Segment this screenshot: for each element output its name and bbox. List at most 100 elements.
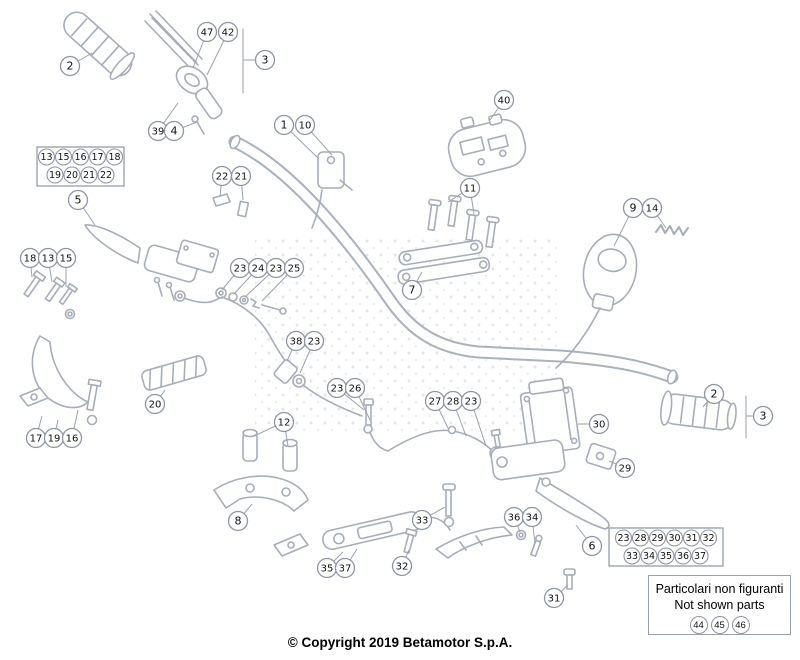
callout-17: 17 — [25, 415, 47, 449]
svg-text:1: 1 — [281, 119, 288, 132]
callout-23: 23 — [326, 377, 365, 411]
callout-21: 21 — [230, 165, 252, 201]
svg-text:37: 37 — [694, 551, 706, 562]
not-shown-line-it: Particolari non figuranti — [655, 582, 784, 596]
svg-text:11: 11 — [464, 184, 477, 195]
bar-pad — [141, 355, 207, 391]
svg-text:28: 28 — [447, 397, 460, 408]
svg-text:6: 6 — [589, 540, 596, 553]
svg-text:19: 19 — [48, 434, 61, 445]
callout-23: 23 — [460, 390, 487, 447]
svg-text:25: 25 — [288, 264, 301, 275]
computer-unit — [447, 113, 527, 178]
svg-text:18: 18 — [108, 152, 120, 163]
svg-text:20: 20 — [66, 170, 78, 181]
svg-text:7: 7 — [409, 284, 416, 297]
right-switch — [555, 233, 638, 369]
lever-screws — [23, 270, 79, 320]
callout-1: 1 — [273, 114, 319, 159]
svg-text:30: 30 — [668, 533, 680, 544]
callout-8: 8 — [227, 503, 253, 532]
svg-text:21: 21 — [235, 172, 248, 183]
banjo-fitting — [273, 359, 363, 417]
kill-switch-assembly — [322, 483, 576, 590]
small-brackets — [212, 193, 250, 218]
callout-3: 3 — [254, 49, 276, 71]
switch-bracket — [311, 151, 353, 229]
callout-22: 22 — [211, 165, 233, 198]
callout-6: 6 — [575, 524, 603, 557]
callout-10: 10 — [294, 114, 333, 156]
svg-text:36: 36 — [677, 551, 689, 562]
svg-text:2: 2 — [67, 60, 74, 73]
not-shown-number-46: 46 — [731, 616, 750, 634]
svg-text:33: 33 — [626, 551, 638, 562]
svg-text:28: 28 — [634, 533, 646, 544]
svg-text:27: 27 — [429, 397, 442, 408]
svg-text:9: 9 — [630, 202, 637, 215]
callout-19: 19 — [43, 419, 65, 449]
handlebar — [228, 134, 679, 385]
callout-23: 23 — [244, 257, 287, 298]
callout-3: 3 — [752, 405, 774, 427]
spare-lever — [19, 335, 102, 426]
svg-text:4: 4 — [171, 125, 178, 138]
callout-29: 29 — [608, 457, 636, 479]
callout-12: 12 — [253, 411, 295, 447]
callout-13: 13 — [37, 247, 59, 283]
svg-text:17: 17 — [30, 434, 43, 445]
front-master-cylinder — [490, 377, 617, 530]
svg-text:31: 31 — [548, 594, 561, 605]
svg-text:2: 2 — [711, 388, 718, 401]
bracket-3-top — [242, 28, 256, 94]
svg-text:26: 26 — [349, 384, 362, 395]
svg-text:23: 23 — [617, 533, 629, 544]
not-shown-number-45: 45 — [710, 616, 729, 634]
svg-text:39: 39 — [152, 127, 165, 138]
svg-text:21: 21 — [83, 170, 95, 181]
svg-text:16: 16 — [66, 434, 79, 445]
svg-text:14: 14 — [646, 204, 659, 215]
callout-16: 16 — [61, 409, 83, 449]
svg-text:10: 10 — [299, 121, 312, 132]
callout-32: 32 — [391, 549, 413, 577]
svg-text:23: 23 — [270, 264, 283, 275]
center-fitting — [363, 398, 389, 452]
callout-42: 42 — [206, 21, 239, 76]
svg-text:34: 34 — [643, 551, 655, 562]
throttle-assembly — [144, 10, 223, 135]
svg-text:18: 18 — [24, 254, 37, 265]
svg-text:19: 19 — [49, 170, 61, 181]
bracket-3-bottom — [745, 395, 755, 439]
callout-2: 2 — [59, 52, 93, 77]
callout-15: 15 — [55, 247, 77, 287]
svg-text:29: 29 — [619, 464, 632, 475]
svg-text:22: 22 — [100, 170, 112, 181]
callout-7: 7 — [401, 271, 423, 301]
callout-23: 23 — [221, 257, 251, 291]
svg-text:17: 17 — [91, 152, 103, 163]
callout-40: 40 — [489, 89, 515, 121]
not-shown-number-44: 44 — [689, 616, 708, 634]
lower-clamp — [213, 475, 309, 557]
svg-text:34: 34 — [526, 513, 539, 524]
callout-4: 4 — [163, 120, 198, 142]
svg-text:13: 13 — [42, 254, 55, 265]
callout-26: 26 — [344, 377, 371, 421]
svg-text:36: 36 — [508, 513, 521, 524]
svg-text:35: 35 — [321, 564, 334, 575]
svg-text:16: 16 — [74, 152, 86, 163]
svg-text:32: 32 — [702, 533, 714, 544]
callout-38: 38 — [285, 330, 307, 362]
callout-27: 27 — [424, 390, 449, 429]
callout-5: 5 — [67, 189, 96, 226]
bar-mounts — [397, 239, 491, 285]
svg-text:22: 22 — [216, 172, 229, 183]
svg-text:42: 42 — [222, 28, 235, 39]
svg-text:3: 3 — [760, 410, 767, 423]
svg-text:12: 12 — [278, 418, 291, 429]
callout-31: 31 — [543, 584, 569, 609]
svg-text:37: 37 — [339, 564, 352, 575]
